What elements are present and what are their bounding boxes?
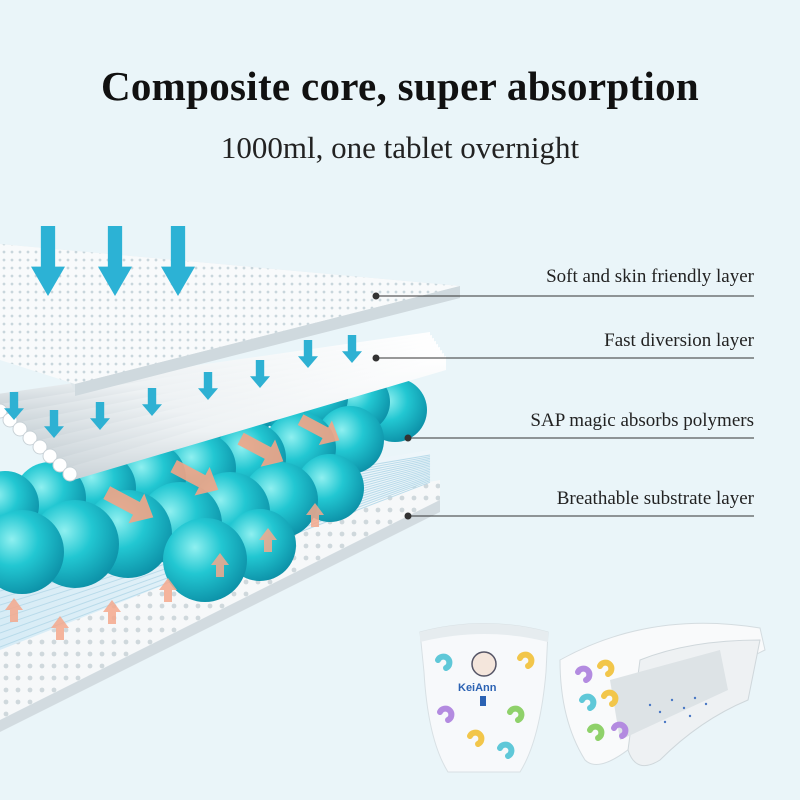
product-brand-logo: KeiAnn — [458, 682, 497, 694]
down-arrow-icon — [44, 410, 64, 438]
down-arrow-icon — [90, 402, 110, 430]
flow-arrow-icon — [297, 414, 340, 446]
diversion-tube — [62, 356, 446, 482]
label-soft-skin-layer: Soft and skin friendly layer — [546, 266, 754, 287]
up-arrow-icon — [259, 528, 277, 552]
up-arrow-icon — [211, 553, 229, 577]
leader-dot-sap — [404, 434, 412, 442]
down-arrows — [4, 226, 362, 438]
headline: Composite core, super absorption — [100, 63, 700, 109]
down-arrow-icon — [298, 340, 318, 368]
down-arrow-icon — [250, 360, 270, 388]
open-diaper-image — [559, 622, 766, 767]
up-arrow-icon — [51, 616, 69, 640]
down-arrow-icon — [31, 226, 65, 296]
up-arrow-icon — [103, 600, 121, 624]
down-arrow-icon — [4, 392, 24, 420]
up-arrow-icon — [159, 578, 177, 602]
subheadline: 1000ml, one tablet overnight — [220, 130, 580, 165]
sap-bead — [0, 510, 64, 594]
down-arrow-icon — [142, 388, 162, 416]
down-arrow-icon — [342, 335, 362, 363]
flow-arrow-icon — [170, 460, 219, 496]
leader-dot-diversion — [372, 354, 380, 362]
label-breathable-substrate-layer: Breathable substrate layer — [556, 488, 754, 509]
down-arrow-icon — [98, 226, 132, 296]
up-arrow-icon — [5, 598, 23, 622]
tube-diversion-layer — [0, 332, 446, 482]
label-fast-diversion-layer: Fast diversion layer — [604, 330, 754, 351]
sap-bead — [163, 518, 247, 602]
down-arrow-icon — [161, 226, 195, 296]
down-arrow-icon — [198, 372, 218, 400]
flow-arrow-icon — [237, 432, 284, 467]
up-arrow-icon — [306, 503, 324, 527]
flow-arrow-icon — [103, 486, 154, 524]
leader-dot-top — [372, 292, 380, 300]
flow-arrows — [5, 414, 340, 640]
label-sap-polymer-layer: SAP magic absorbs polymers — [530, 410, 754, 431]
leader-dot-substrate — [404, 512, 412, 520]
pull-up-diaper-image — [419, 623, 549, 773]
